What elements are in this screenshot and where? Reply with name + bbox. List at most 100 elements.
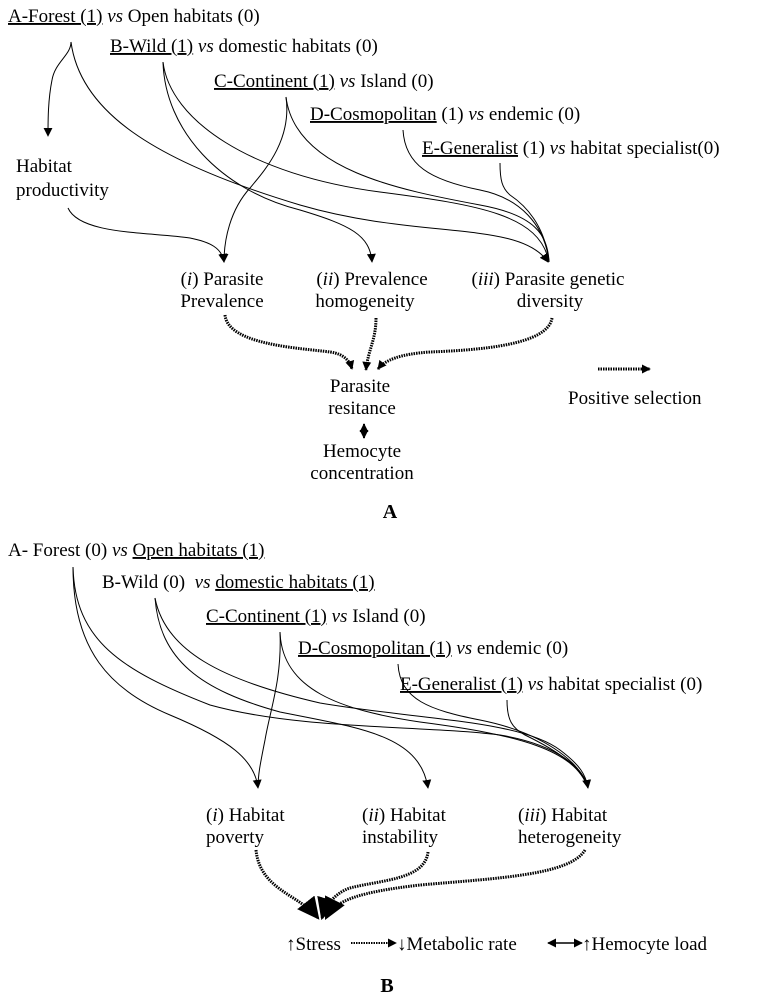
factor-segment: A-Forest (1) (8, 6, 102, 27)
factor-segment: vs (195, 572, 211, 593)
legend-label: Positive selection (568, 388, 702, 409)
factor-e-generalist: E-Generalist (1) vs habitat specialist(0… (422, 138, 720, 159)
edge-productivity-to-prevalence (67, 207, 228, 263)
outcome-b-ii: (ii) Habitat instability (362, 805, 447, 848)
outcome-a-iii: (iii) Parasite genetic diversity (471, 269, 624, 312)
edge-b-b-to-heterogeneity (154, 597, 589, 789)
factor-segment: Open habitats (1) (133, 540, 265, 561)
habitat-productivity-label: Habitat (16, 156, 73, 177)
factor-segment: A- Forest (0) (8, 540, 112, 561)
factor-segment: vs (198, 36, 214, 57)
selection-instability-to-stress (317, 851, 430, 921)
svg-text:poverty: poverty (206, 827, 265, 848)
svg-text:(i) Habitat: (i) Habitat (206, 805, 285, 826)
hemocyte-concentration-label: Hemocyte (323, 441, 401, 462)
factor-segment: vs (468, 104, 484, 125)
factor-segment: C-Continent (1) (214, 71, 335, 92)
svg-text:(i) Parasite: (i) Parasite (181, 269, 264, 290)
metabolic-rate-label: ↓Metabolic rate (397, 934, 517, 955)
hemocyte-load-label: ↑Hemocyte load (582, 934, 708, 955)
habitat-productivity-label-2: productivity (16, 180, 109, 201)
edge-b-a-to-heterogeneity (72, 566, 592, 789)
factor-segment: Island (0) (347, 606, 425, 627)
legend: Positive selection (568, 364, 702, 409)
edge-c-to-genetic-diversity (285, 96, 550, 263)
edge-b-to-homogeneity (162, 61, 376, 263)
factor-segment: (1) (518, 138, 550, 159)
factor-segment: vs (112, 540, 128, 561)
factor-segment: Island (0) (355, 71, 433, 92)
stress-label: ↑Stress (286, 934, 341, 955)
edge-a-to-genetic-diversity (70, 41, 549, 263)
edge-b-a-to-poverty (72, 566, 262, 789)
edge-b-c-to-poverty (257, 631, 281, 789)
edge-c-to-prevalence (219, 96, 288, 263)
svg-text:(iii) Habitat: (iii) Habitat (518, 805, 608, 826)
factor-segment: vs (340, 71, 356, 92)
outcome-b-i: (i) Habitat poverty (206, 805, 285, 848)
factor-segment: B-Wild (1) (110, 36, 193, 57)
factor-segment: habitat specialist (0) (544, 674, 703, 695)
factor-b-e-generalist: E-Generalist (1) vs habitat specialist (… (400, 674, 702, 695)
selection-homogeneity-to-resistance (362, 317, 378, 371)
selection-diversity-to-resistance (376, 317, 554, 370)
factor-b-b-wild: B-Wild (0) vs domestic habitats (1) (102, 572, 375, 593)
factor-a-forest: A-Forest (1) vs Open habitats (0) (8, 6, 260, 27)
hemocyte-concentration-label-2: concentration (310, 463, 414, 484)
parasite-resistance-label-2: resitance (328, 398, 396, 419)
factor-segment: B-Wild (0) (102, 572, 195, 593)
factor-segment: (1) (437, 104, 469, 125)
edge-b-b-to-instability (154, 597, 432, 789)
factor-c-continent: C-Continent (1) vs Island (0) (214, 71, 434, 92)
factor-segment: vs (456, 638, 472, 659)
factor-segment: vs (332, 606, 348, 627)
panel-a-label: A (383, 501, 398, 523)
svg-text:(ii) Habitat: (ii) Habitat (362, 805, 447, 826)
edge-b-to-genetic-diversity (162, 61, 550, 263)
factor-segment: vs (107, 6, 123, 27)
factor-segment: vs (528, 674, 544, 695)
outcome-chain: ↑Stress ↓Metabolic rate ↑Hemocyte load (286, 934, 708, 955)
factor-segment: C-Continent (1) (206, 606, 327, 627)
factor-b-c-continent: C-Continent (1) vs Island (0) (206, 606, 426, 627)
svg-text:diversity: diversity (517, 291, 584, 312)
factor-d-cosmopolitan: D-Cosmopolitan (1) vs endemic (0) (310, 104, 580, 125)
factor-b-a-forest: A- Forest (0) vs Open habitats (1) (8, 540, 264, 561)
svg-text:homogeneity: homogeneity (315, 291, 415, 312)
panel-b-label: B (380, 975, 393, 997)
edge-d-to-genetic-diversity (402, 129, 550, 263)
outcome-a-i: (i) Parasite Prevalence (180, 269, 263, 312)
factor-segment: E-Generalist (422, 138, 519, 159)
panel-b: A- Forest (0) vs Open habitats (1) B-Wil… (8, 540, 708, 997)
factor-segment: domestic habitats (1) (215, 572, 374, 593)
svg-text:(iii) Parasite genetic: (iii) Parasite genetic (471, 269, 624, 290)
factor-segment: E-Generalist (1) (400, 674, 523, 695)
svg-text:Prevalence: Prevalence (180, 291, 263, 312)
panel-b-selection-edges (254, 849, 587, 921)
selection-poverty-to-stress (254, 849, 320, 920)
edge-b-d-to-heterogeneity (397, 663, 589, 789)
edge-b-e-to-heterogeneity (506, 699, 589, 789)
edge-a-to-productivity (43, 41, 72, 137)
outcome-b-iii: (iii) Habitat heterogeneity (518, 805, 622, 848)
panel-a-selection-edges (223, 314, 554, 371)
factor-b-wild: B-Wild (1) vs domestic habitats (0) (110, 36, 378, 57)
factor-segment: D-Cosmopolitan (1) (298, 638, 452, 659)
factor-segment: habitat specialist(0) (566, 138, 720, 159)
outcome-a-ii: (ii) Prevalence homogeneity (315, 269, 427, 312)
svg-text:instability: instability (362, 827, 439, 848)
factor-segment: vs (550, 138, 566, 159)
factor-b-d-cosmopolitan: D-Cosmopolitan (1) vs endemic (0) (298, 638, 568, 659)
factor-segment: domestic habitats (0) (214, 36, 378, 57)
panel-a-edges (43, 41, 550, 263)
factor-segment: endemic (0) (472, 638, 568, 659)
selection-heterogeneity-to-stress (324, 849, 587, 920)
svg-text:(ii) Prevalence: (ii) Prevalence (316, 269, 427, 290)
svg-text:heterogeneity: heterogeneity (518, 827, 622, 848)
edge-e-to-genetic-diversity (499, 162, 550, 263)
selection-prevalence-to-resistance (223, 314, 355, 370)
panel-a: A-Forest (1) vs Open habitats (0) B-Wild… (8, 6, 720, 523)
parasite-resistance-label: Parasite (330, 376, 390, 397)
factor-segment: endemic (0) (484, 104, 580, 125)
